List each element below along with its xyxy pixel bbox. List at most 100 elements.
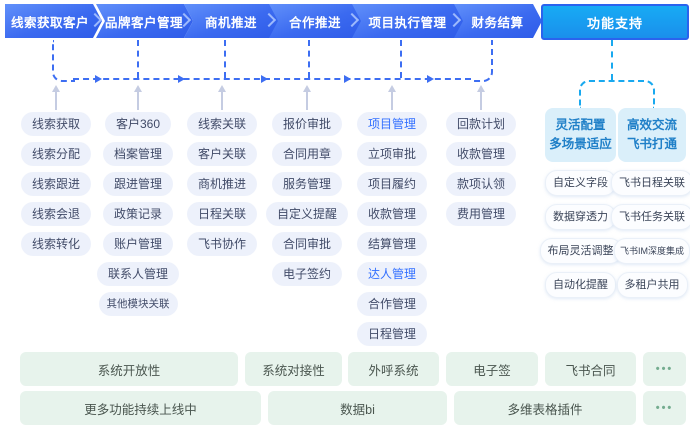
more-capabilities-ellipsis: ••• — [643, 352, 686, 386]
column-arrow-up-icon — [388, 85, 396, 92]
column-arrow-stem — [55, 92, 57, 110]
feature-pill: 联系人管理 — [96, 262, 179, 286]
feature-pill: 日程管理 — [356, 322, 427, 346]
support-pill: 自定义字段 — [545, 170, 616, 196]
support-connector-bracket — [579, 80, 655, 109]
column-project-execution: 项目管理 立项审批 项目履约 收款管理 结算管理 达人管理 合作管理 日程管理 — [345, 112, 439, 346]
capability-outbound-call-system: 外呼系统 — [348, 352, 439, 386]
feature-pill: 报价审批 — [271, 112, 342, 136]
column-arrow-up-icon — [52, 85, 60, 92]
column-arrow-stem — [480, 92, 482, 110]
support-header-line2: 飞书打通 — [626, 137, 677, 151]
feature-pill: 档案管理 — [102, 142, 173, 166]
feature-pill: 线索关联 — [186, 112, 257, 136]
support-group-flexible-config: 灵活配置 多场景适应 自定义字段 数据穿透力 布局灵活调整 自动化提醒 — [539, 108, 622, 298]
column-arrow-stem — [137, 92, 139, 110]
feature-pill: 合同审批 — [271, 232, 342, 256]
feature-pill: 客户关联 — [186, 142, 257, 166]
column-arrow-up-icon — [477, 85, 485, 92]
feature-pill: 线索分配 — [20, 142, 91, 166]
column-arrow-up-icon — [218, 85, 226, 92]
column-brand-customer: 客户360 档案管理 跟进管理 政策记录 账户管理 联系人管理 其他模块关联 — [94, 112, 182, 316]
connector-horizontal-line — [73, 78, 471, 80]
support-pill: 飞书任务关联 — [611, 204, 690, 230]
feature-pill: 立项审批 — [356, 142, 427, 166]
feature-pill: 跟进管理 — [102, 172, 173, 196]
feature-pill: 账户管理 — [102, 232, 173, 256]
feature-pill: 费用管理 — [445, 202, 516, 226]
connector-corner-left — [52, 40, 75, 82]
support-group-header: 高效交流 飞书打通 — [618, 108, 686, 162]
flow-step-project-execution: 项目执行管理 — [352, 4, 464, 38]
flow-step-brand-customer-mgmt: 品牌客户管理 — [96, 4, 193, 38]
column-finance: 回款计划 收款管理 款项认领 费用管理 — [434, 112, 528, 226]
column-cooperation: 报价审批 合同用章 服务管理 自定义提醒 合同审批 电子签约 — [259, 112, 355, 286]
connector-arrow-right-icon — [427, 75, 434, 83]
column-arrow-up-icon — [303, 85, 311, 92]
feature-pill: 合同用章 — [271, 142, 342, 166]
feature-pill: 收款管理 — [445, 142, 516, 166]
column-arrow-stem — [221, 92, 223, 110]
column-lead-acquisition: 线索获取 线索分配 线索跟进 线索会退 线索转化 — [12, 112, 100, 256]
column-arrow-up-icon — [134, 85, 142, 92]
support-pill: 多租户共用 — [616, 272, 688, 298]
flow-step-opportunity-advance: 商机推进 — [184, 4, 279, 38]
feature-pill: 合作管理 — [356, 292, 427, 316]
connector-arrow-right-icon — [95, 75, 102, 83]
connector-arrow-right-icon — [178, 75, 185, 83]
feature-pill: 自定义提醒 — [265, 202, 348, 226]
connector-vertical — [224, 40, 226, 78]
flow-step-lead-acquisition: 线索获取客户 — [5, 4, 102, 38]
feature-pill-highlight: 达人管理 — [356, 262, 427, 286]
feature-pill: 电子签约 — [271, 262, 342, 286]
support-group-feishu-integration: 高效交流 飞书打通 飞书日程关联 飞书任务关联 飞书IM深度集成 多租户共用 — [611, 108, 690, 298]
connector-vertical — [400, 40, 402, 78]
support-pill: 飞书日程关联 — [611, 170, 690, 196]
feature-pill: 飞书协作 — [186, 232, 257, 256]
feature-pill: 线索会退 — [20, 202, 91, 226]
feature-pill: 项目履约 — [356, 172, 427, 196]
capability-e-signature: 电子签 — [446, 352, 538, 386]
support-group-header: 灵活配置 多场景适应 — [545, 108, 616, 162]
feature-pill: 服务管理 — [271, 172, 342, 196]
more-capabilities-ellipsis: ••• — [643, 391, 686, 425]
capability-system-connectivity: 系统对接性 — [245, 352, 342, 386]
support-header-line1: 灵活配置 — [555, 118, 606, 132]
feature-pill: 其他模块关联 — [98, 292, 178, 316]
feature-pill: 线索跟进 — [20, 172, 91, 196]
feature-pill-highlight: 项目管理 — [356, 112, 427, 136]
support-pill: 数据穿透力 — [545, 204, 616, 230]
flow-step-financial-settlement: 财务结算 — [454, 4, 542, 38]
capability-multi-table-plugin: 多维表格插件 — [454, 391, 636, 425]
support-header-line1: 高效交流 — [626, 118, 677, 132]
feature-pill: 客户360 — [104, 112, 172, 136]
support-button: 功能支持 — [541, 4, 689, 40]
capability-system-openness: 系统开放性 — [20, 352, 238, 386]
connector-vertical — [137, 40, 139, 78]
feature-pill: 款项认领 — [445, 172, 516, 196]
feature-pill: 线索转化 — [20, 232, 91, 256]
connector-corner-right — [471, 40, 493, 82]
connector-arrow-right-icon — [344, 75, 351, 83]
column-arrow-stem — [306, 92, 308, 110]
feature-pill: 回款计划 — [445, 112, 516, 136]
capability-data-bi: 数据bi — [268, 391, 447, 425]
feature-pill: 收款管理 — [356, 202, 427, 226]
feature-pill: 商机推进 — [186, 172, 257, 196]
connector-arrow-right-icon — [261, 75, 268, 83]
feature-pill: 线索获取 — [20, 112, 91, 136]
support-header-line2: 多场景适应 — [549, 137, 612, 151]
column-opportunity: 线索关联 客户关联 商机推进 日程关联 飞书协作 — [178, 112, 266, 256]
capability-feishu-contract: 飞书合同 — [545, 352, 636, 386]
capability-more-features-coming: 更多功能持续上线中 — [20, 391, 261, 425]
support-pill: 飞书IM深度集成 — [614, 238, 690, 264]
support-connector-stem — [611, 40, 613, 80]
flow-step-cooperation-advance: 合作推进 — [269, 4, 362, 38]
support-pill: 自动化提醒 — [545, 272, 616, 298]
feature-pill: 日程关联 — [186, 202, 257, 226]
column-arrow-stem — [391, 92, 393, 110]
connector-vertical — [308, 40, 310, 78]
feature-pill: 结算管理 — [356, 232, 427, 256]
support-pill: 布局灵活调整 — [539, 238, 622, 264]
